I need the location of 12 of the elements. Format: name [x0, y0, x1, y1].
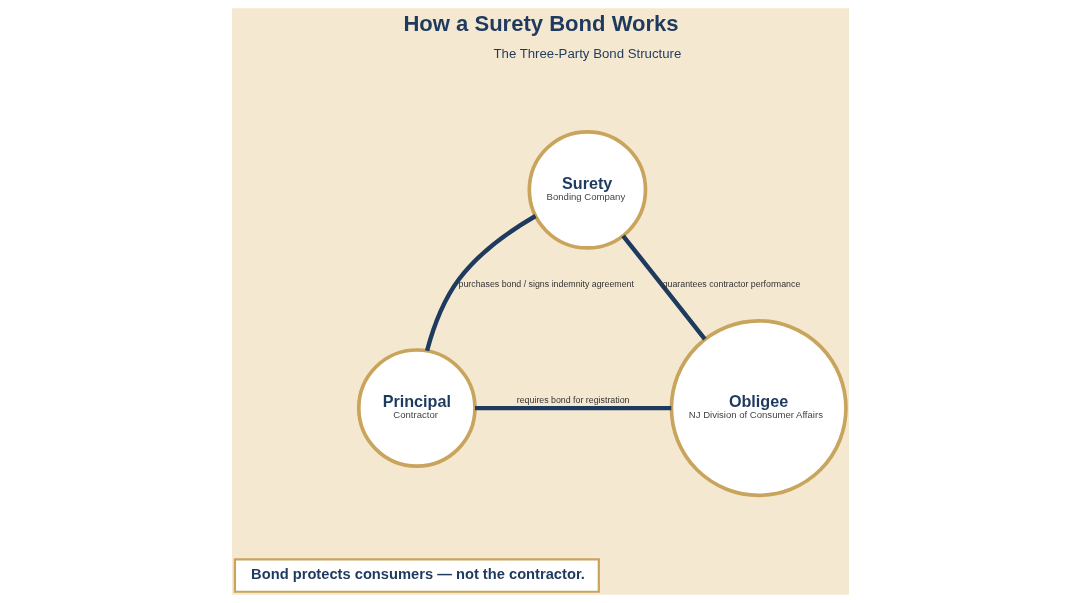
node-circle: Principal Contractor — [356, 348, 477, 468]
connector — [424, 214, 537, 352]
connector — [474, 405, 671, 411]
edge-label: purchases bond / signs indemnity agreement — [458, 278, 634, 289]
node-circle: Surety Bonding Company — [527, 129, 647, 250]
label: The Three-Party Bond Structure — [492, 45, 681, 61]
label: Bond protects consumers — not the contractor. — [250, 565, 585, 582]
connector — [620, 234, 707, 341]
diagram-title: How a Surety Bond Works — [402, 11, 679, 37]
edge-label: requires bond for registration — [516, 395, 629, 406]
node-circle: Obligee NJ Division of Consumer Affairs — [669, 319, 848, 498]
edge-label: guarantees contractor performance — [662, 278, 800, 289]
